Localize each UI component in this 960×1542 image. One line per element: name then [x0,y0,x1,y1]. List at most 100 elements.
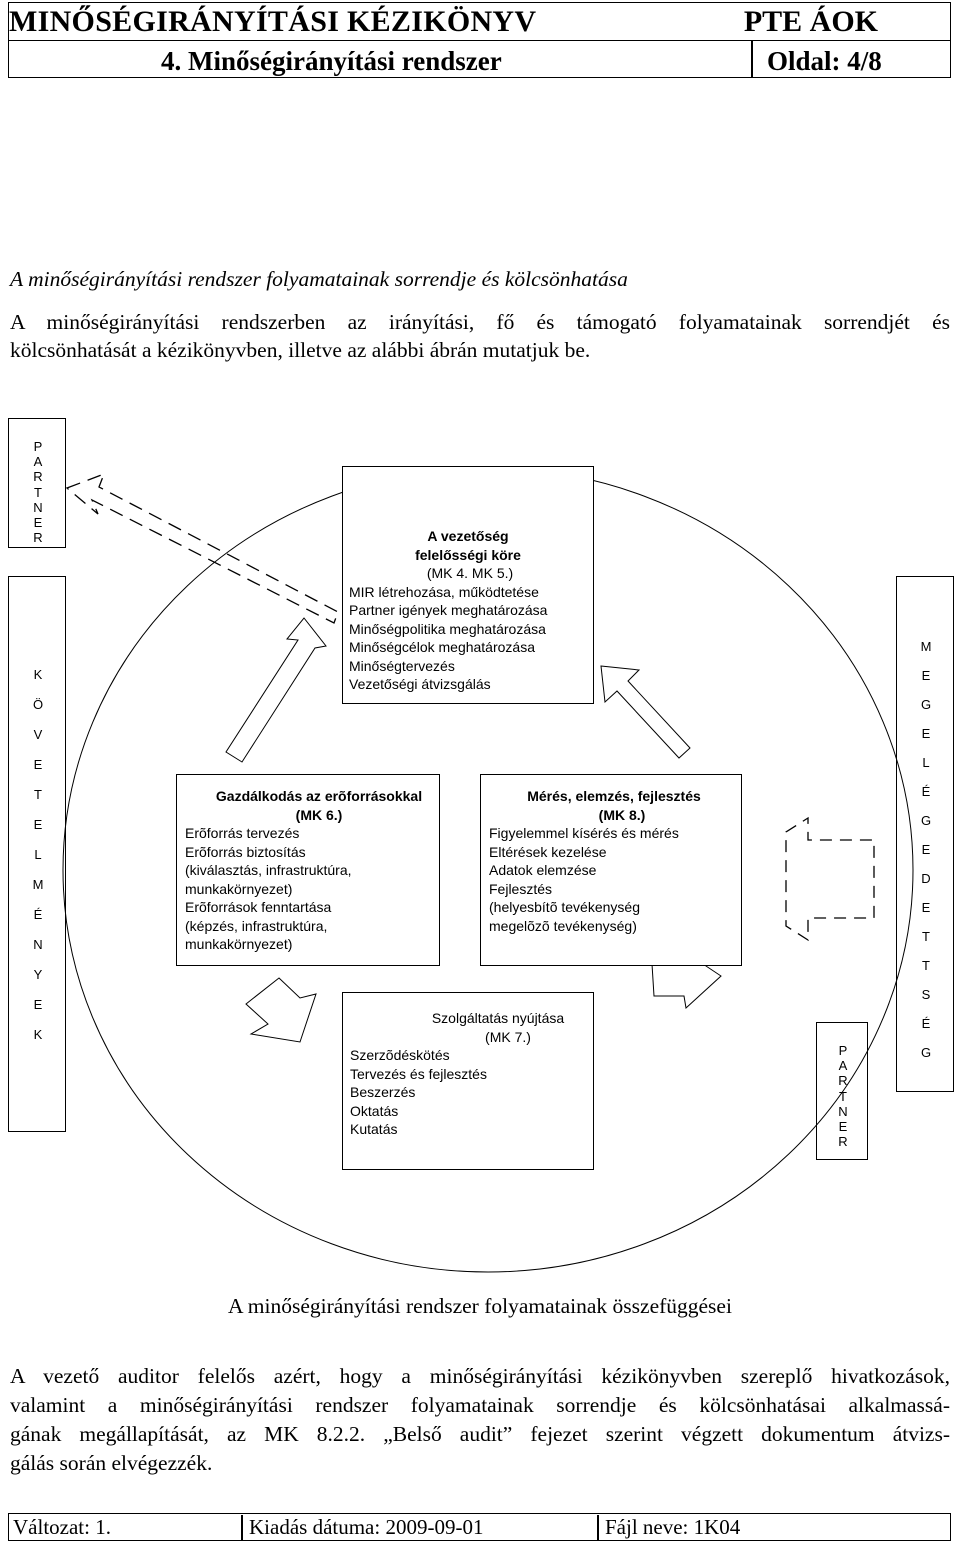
letter: N [33,937,43,952]
satisfaction-column: M E G E L É G E D E T T S É G [896,576,954,1092]
letter: N [33,500,43,515]
resources-item: Erõforrás biztosítás [185,843,306,860]
letter: E [921,900,931,915]
letter: É [921,1016,931,1031]
letter: T [922,929,930,944]
service-item: Szerzõdéskötés [350,1047,450,1063]
partner-dashed-arrow [65,472,339,624]
letter: E [838,1119,848,1134]
letter: E [921,726,931,741]
resources-box: Gazdálkodás az erõforrásokkal (MK 6.) Er… [176,774,440,966]
resources-item: munkakörnyezet) [185,880,293,897]
page-number: Oldal: 4/8 [767,46,882,76]
letter: Y [33,967,43,982]
letter: D [921,871,931,886]
management-title-2: felelősségi köre [415,546,521,563]
letter: E [921,668,931,683]
header-row-bottom: 4. Minőségirányítási rendszer Oldal: 4/8 [9,41,950,78]
letter: G [920,697,932,712]
letter: N [838,1104,848,1119]
letter: T [34,485,42,500]
letter: M [920,639,932,654]
resources-title: Gazdálkodás az erõforrásokkal [215,788,423,804]
management-item: MIR létrehozása, működtetése [349,583,539,600]
closing-line-3: gának megállapítását, az MK 8.2.2. „Bels… [10,1422,950,1446]
management-item: Minőségcélok meghatározása [349,639,535,655]
letter: Ö [32,697,44,712]
letter: G [920,813,932,828]
service-title: Szolgáltatás nyújtása [431,1010,565,1026]
arrow-resources-to-service [245,977,317,1043]
measurement-ref: (MK 8.) [598,806,646,823]
letter: R [33,469,43,484]
document-title: MINŐSÉGIRÁNYÍTÁSI KÉZIKÖNYV [9,5,537,38]
letter: R [33,530,43,545]
institution-name: PTE ÁOK [743,5,878,38]
closing-line-2: valamint a minőségirányítási rendszer fo… [10,1393,950,1417]
letter: T [34,787,42,802]
requirements-column: K Ö V E T E L M É N Y E K [8,576,66,1132]
resources-item: munkakörnyezet) [185,936,293,952]
document-footer: Változat: 1. Kiadás dátuma: 2009-09-01 F… [8,1513,951,1541]
file-name-label: Fájl neve: 1K04 [605,1515,741,1539]
letter: E [33,997,43,1012]
measurement-item: Fejlesztés [489,880,553,897]
letter: G [920,1045,932,1060]
service-item: Beszerzés [350,1084,416,1100]
issue-date-label: Kiadás dátuma: 2009-09-01 [249,1515,484,1539]
management-item: Minőségpolitika meghatározása [349,620,546,637]
letter: A [838,1058,848,1073]
measurement-item: megelõzõ tevékenység) [489,917,637,934]
letter: K [33,1027,43,1042]
letter: P [33,439,43,454]
closing-line-4: gálás során elvégezzék. [10,1451,213,1475]
chapter-title: 4. Minőségirányítási rendszer [161,46,502,76]
letter: L [34,847,42,862]
document-header: MINŐSÉGIRÁNYÍTÁSI KÉZIKÖNYV PTE ÁOK 4. M… [8,2,951,78]
management-title-1: A vezetőség [427,528,509,544]
letter: A [33,454,43,469]
measurement-item: Adatok elemzése [489,862,597,878]
header-row-top: MINŐSÉGIRÁNYÍTÁSI KÉZIKÖNYV PTE ÁOK [9,3,950,41]
management-item: Minőségtervezés [349,657,455,674]
measurement-item: Eltérések kezelése [489,843,607,860]
section-heading: A minőségirányítási rendszer folyamatain… [10,267,628,291]
measurement-box: Mérés, elemzés, fejlesztés (MK 8.) Figye… [480,774,742,966]
letter: R [838,1134,848,1149]
resources-ref: (MK 6.) [295,806,343,823]
management-ref: (MK 4. MK 5.) [426,565,514,581]
letter: É [921,784,931,799]
service-box: Szolgáltatás nyújtása (MK 7.) Szerzõdésk… [342,992,594,1170]
arrow-management-to-resources [225,617,327,763]
partner-right-dashed-arrow [785,816,875,942]
measurement-title: Mérés, elemzés, fejlesztés [527,788,701,804]
management-item: Vezetőségi átvizsgálás [349,676,491,692]
partner-bottom-box: P A R T N E R [816,1022,868,1160]
partner-top-box: P A R T N E R [8,418,66,548]
resources-item: (kiválasztás, infrastruktúra, [185,862,352,878]
intro-line-1: A minőségirányítási rendszerben az irány… [10,310,950,334]
letter: V [33,727,43,742]
letter: M [32,877,44,892]
resources-item: (képzés, infrastruktúra, [185,917,328,934]
measurement-item: Figyelemmel kísérés és mérés [489,825,679,841]
footer-divider [597,1515,599,1541]
letter: S [921,987,931,1002]
letter: É [33,907,43,922]
management-item: Partner igények meghatározása [349,602,548,618]
version-label: Változat: 1. [13,1515,111,1539]
letter: P [838,1043,848,1058]
resources-item: Erõforrások fenntartása [185,899,332,915]
arrow-measurement-to-management [600,665,691,759]
closing-line-1: A vezető auditor felelős azért, hogy a m… [10,1364,950,1388]
letter: L [922,755,930,770]
service-item: Tervezés és fejlesztés [350,1065,487,1082]
diagram-caption: A minőségirányítási rendszer folyamatain… [228,1294,732,1318]
service-ref: (MK 7.) [485,1028,531,1045]
service-item: Kutatás [350,1121,398,1137]
letter: T [922,958,930,973]
letter: E [921,842,931,857]
letter: R [838,1073,848,1088]
letter: E [33,515,43,530]
measurement-item: (helyesbítõ tevékenység [489,899,640,915]
